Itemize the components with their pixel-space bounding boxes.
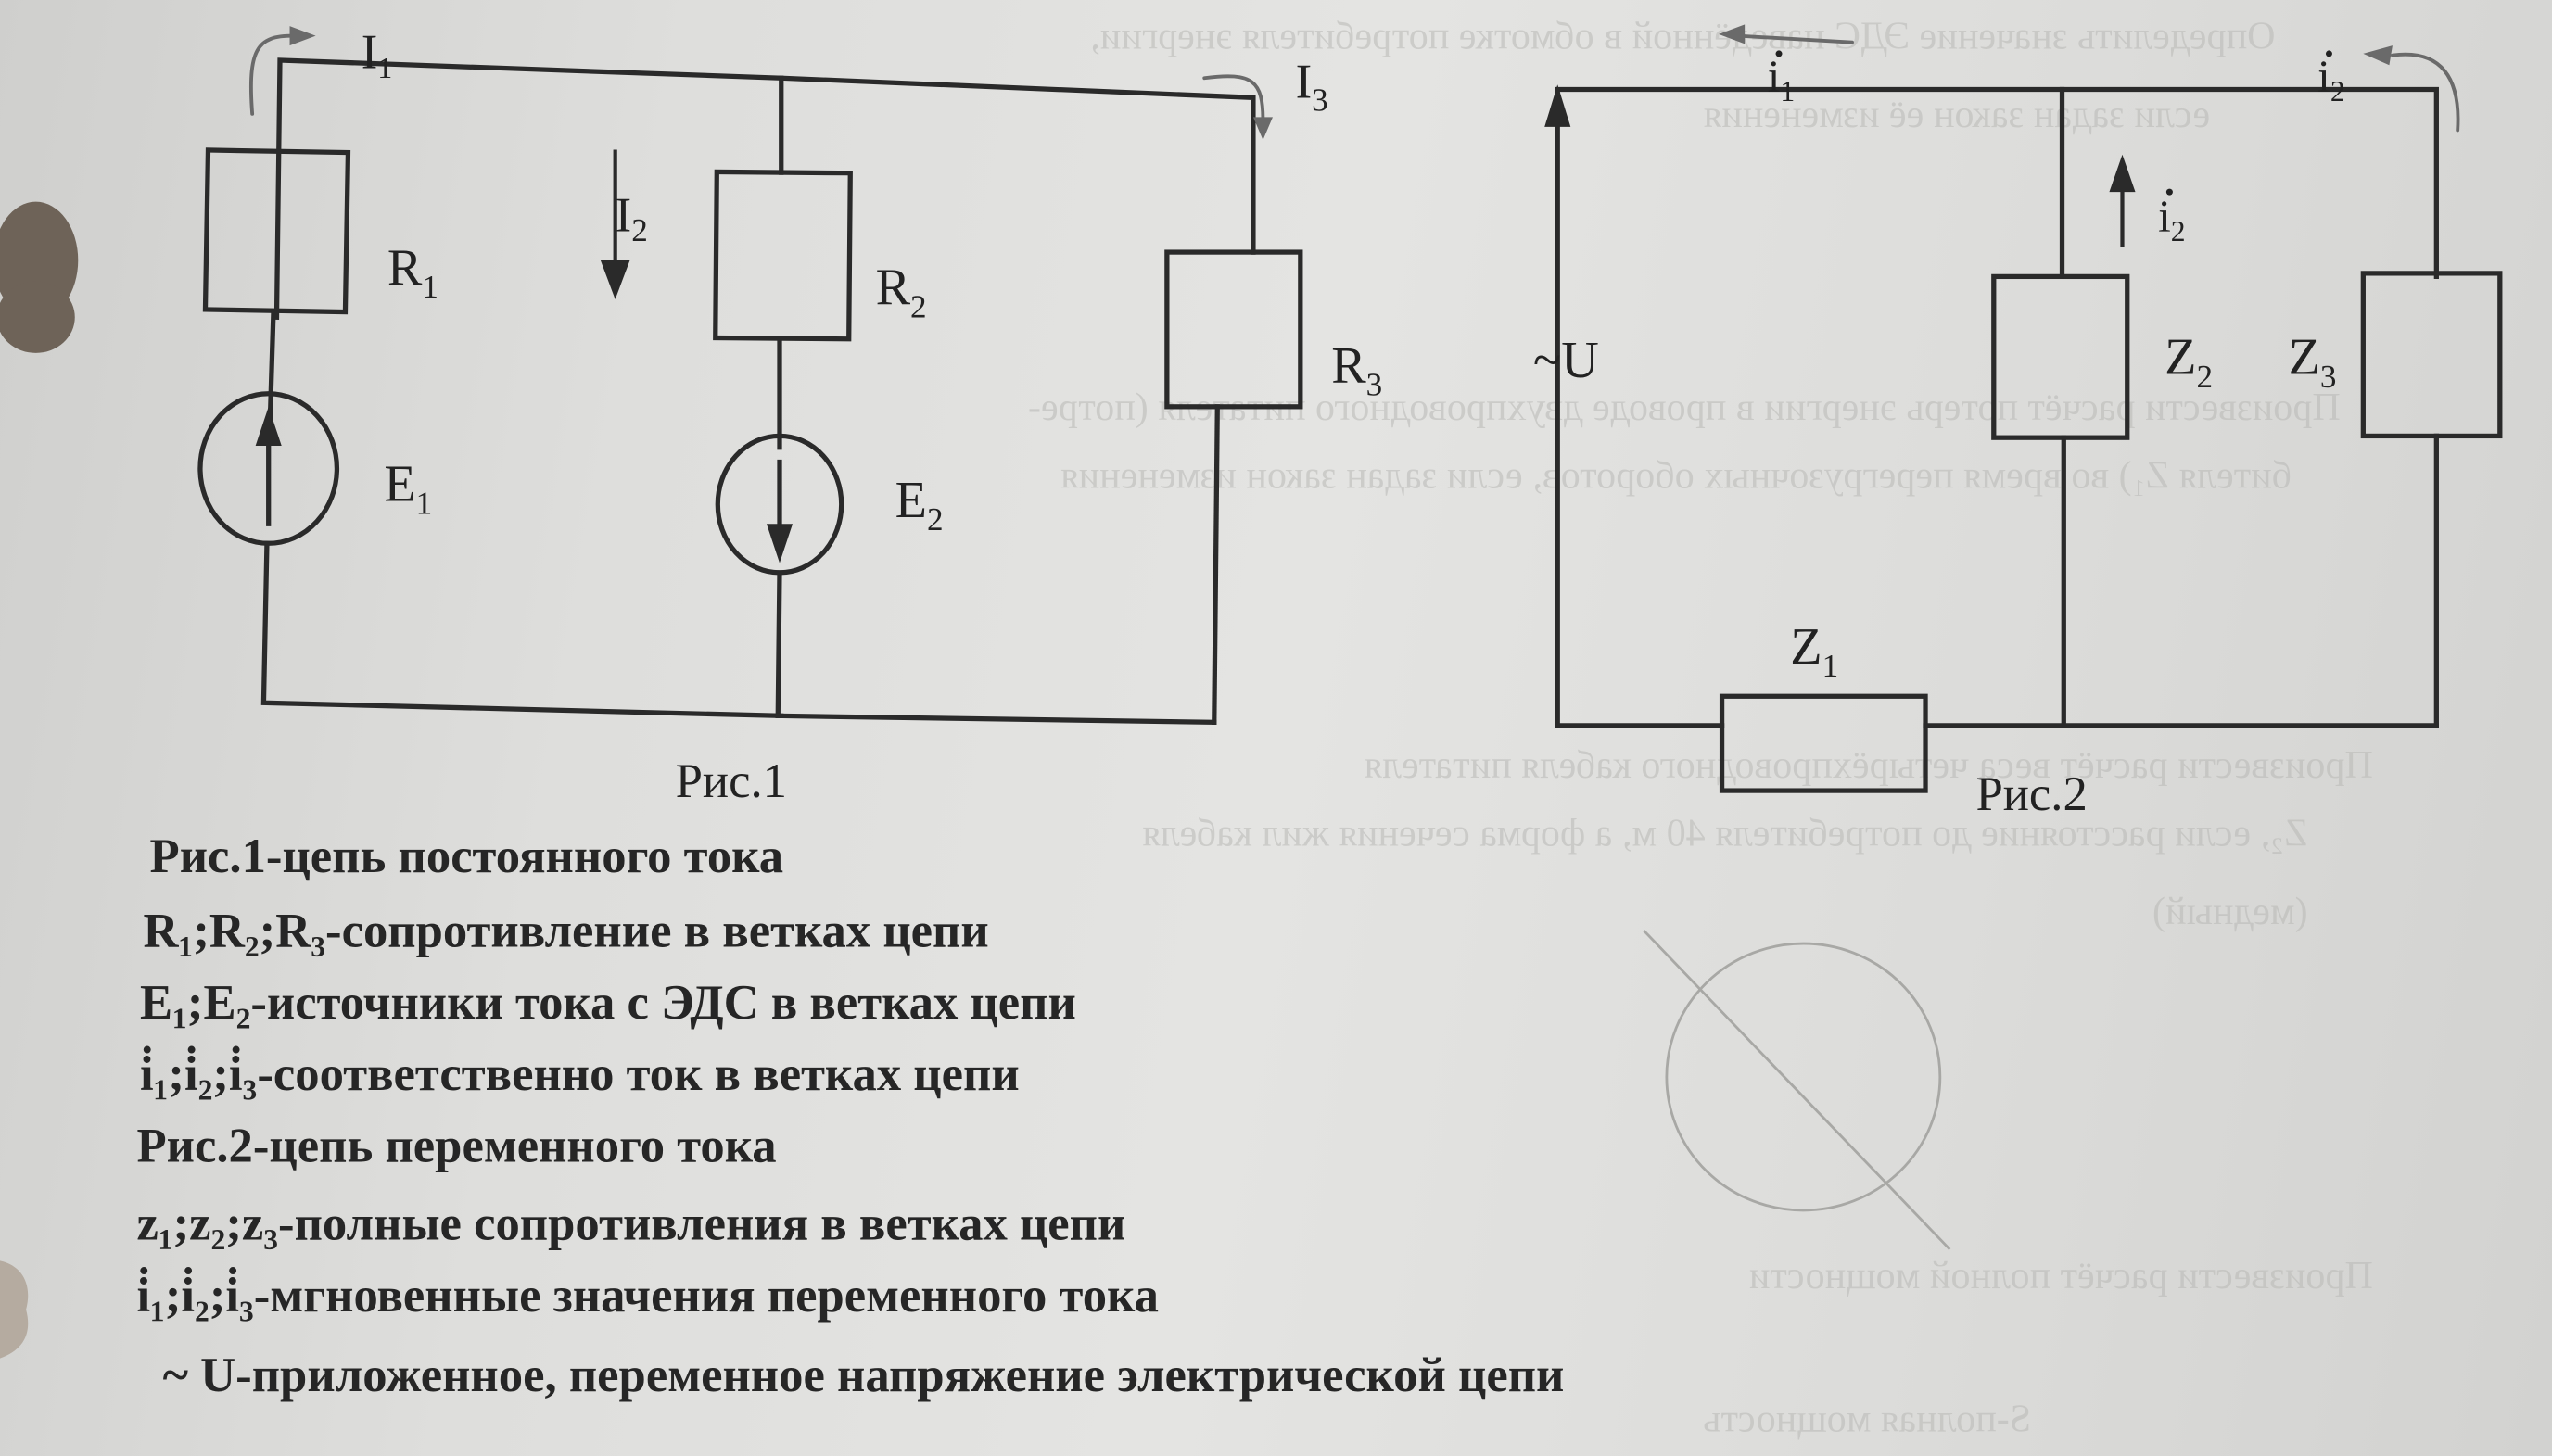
legend-line: ~ U-приложенное, переменное напряжение э… <box>163 1348 1565 1402</box>
i3-pencil-arrowhead-icon <box>1252 117 1273 140</box>
impedance-Z3 <box>2360 271 2503 439</box>
bleed-line: бителя Z₁) во время перегрузочных оборот… <box>1060 454 2292 498</box>
bleed-through-text: Определить значение ЭДС наведённой в обм… <box>1028 15 2373 1441</box>
label-Z1: Z1 <box>1790 618 1838 684</box>
bleed-line: Произвести расчёт полной мощности <box>1749 1254 2373 1298</box>
i3-pencil-arrow <box>1202 74 1265 122</box>
wire-branch1 <box>267 310 276 420</box>
bleed-line: (медный) <box>2152 890 2308 933</box>
wire-branch3-bottom <box>1212 404 1220 726</box>
bleed-line: Определить значение ЭДС наведённой в обм… <box>1090 15 2275 58</box>
resistor-R3 <box>1164 249 1303 410</box>
legend-line: E₁;E₂-источники тока с ЭДС в ветках цепи <box>140 976 1076 1030</box>
wire-outer-top <box>1555 86 2439 728</box>
punch-hole <box>0 281 75 353</box>
label-I2: I2 <box>616 188 648 248</box>
figure-2-caption: Рис.2 <box>1975 767 2087 821</box>
label-i2-top: i2 <box>2317 50 2344 108</box>
legend-line: i̇₁;i̇₂;i̇₃-соответственно ток в ветках … <box>140 1045 1020 1101</box>
label-E2: E2 <box>895 472 944 538</box>
legend-line: Рис.1-цепь постоянного тока <box>150 829 784 883</box>
label-i1: i1 <box>1768 50 1795 108</box>
figure-2-ac-circuit: ~U i1 i2 i2 Z1 Z2 Z3 Рис.2 <box>1533 24 2503 821</box>
i2-branch-arrow-up-icon <box>2109 154 2136 193</box>
wire-bottom-right <box>775 713 1217 726</box>
i2-arrow-down-icon <box>600 260 630 299</box>
figure-1-caption: Рис.1 <box>676 754 787 808</box>
punch-hole-torn <box>0 1260 29 1359</box>
i2-branch-dot-mark <box>2165 188 2173 196</box>
bleed-line: S-полная мощность <box>1703 1398 2031 1441</box>
legend-line: Рис.2-цепь переменного тока <box>136 1119 776 1172</box>
impedance-Z1 <box>1719 693 1928 793</box>
binder-holes <box>0 201 79 1359</box>
i2-pencil-arrow <box>2391 52 2460 133</box>
legend-line: i̇₁;i̇₂;i̇₃-мгновенные значения переменн… <box>136 1267 1158 1323</box>
label-E1: E1 <box>384 456 432 522</box>
figure-1-dc-circuit: I1 I2 I3 R1 R2 R3 E1 E2 Рис.1 <box>197 26 1382 808</box>
i1-pencil-arrow <box>1736 33 1854 44</box>
label-I3: I3 <box>1296 55 1328 118</box>
e1-arrow-up-icon <box>255 406 282 446</box>
wire-branch2-bottom <box>775 570 782 718</box>
resistor-R2 <box>713 169 853 342</box>
bleed-through-circle <box>1643 930 1951 1251</box>
i1-pencil-arrowhead-icon <box>1719 24 1746 44</box>
impedance-Z2 <box>1991 273 2130 440</box>
u-arrow-up-icon <box>1544 84 1571 127</box>
label-I1: I1 <box>362 26 392 85</box>
label-R1: R1 <box>387 239 438 305</box>
label-U: ~U <box>1533 332 1599 389</box>
bleed-line: Произвести расчёт веса четырёхпроводного… <box>1365 743 2373 787</box>
i2-top-dot-mark <box>2325 50 2332 57</box>
legend-line: R₁;R₂;R₃-сопротивление в ветках цепи <box>144 905 989 958</box>
bleed-line: Z₂, если расстояние до потребителя 40 м,… <box>1142 812 2307 855</box>
legend-line: z₁;z₂;z₃-полные сопротивления в ветках ц… <box>136 1197 1125 1251</box>
label-R2: R2 <box>876 259 927 324</box>
label-R3: R3 <box>1331 337 1382 403</box>
i1-pencil-arrow <box>248 33 295 116</box>
legend: Рис.1-цепь постоянного тока R₁;R₂;R₃-соп… <box>136 829 1564 1402</box>
i2-pencil-arrowhead-icon <box>2363 45 2393 66</box>
label-Z3: Z3 <box>2289 329 2337 395</box>
label-Z2: Z2 <box>2165 329 2213 395</box>
i1-dot-mark <box>1775 50 1783 57</box>
label-i2-branch: i2 <box>2158 190 2185 247</box>
i1-pencil-arrowhead-icon <box>289 26 316 46</box>
bleed-line: если задан закон её изменения <box>1704 93 2211 136</box>
wire-bottom-left <box>260 540 784 719</box>
e2-arrow-down-icon <box>766 524 794 563</box>
